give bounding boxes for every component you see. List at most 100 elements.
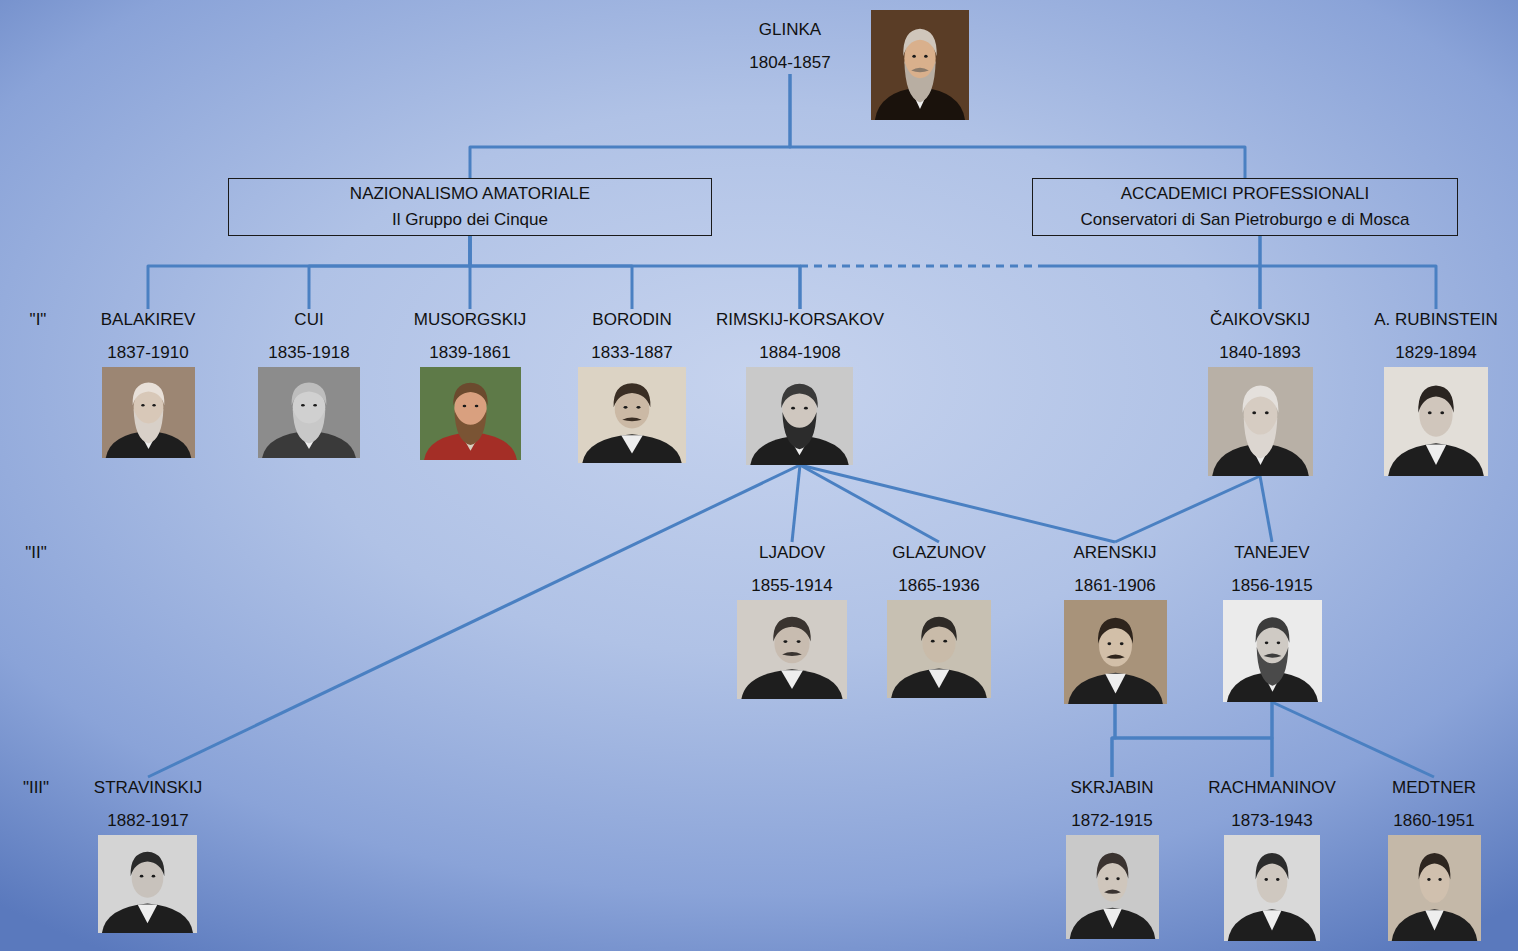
portrait-photo <box>871 10 969 120</box>
connector-line <box>1040 266 1260 309</box>
composer-name: GLINKA <box>759 19 821 41</box>
composer-node: A. RUBINSTEIN 1829-1894 <box>1374 309 1498 476</box>
composer-name: RACHMANINOV <box>1208 777 1336 799</box>
composer-name: GLAZUNOV <box>892 542 986 564</box>
composer-name: ČAIKOVSKIJ <box>1210 309 1310 331</box>
composer-node: BORODIN 1833-1887 <box>578 309 686 463</box>
connector-line <box>148 465 800 777</box>
portrait-photo <box>1384 367 1488 476</box>
generation-label: "II" <box>25 542 47 564</box>
composer-dates: 1829-1894 <box>1395 342 1476 364</box>
lineage-connector <box>148 236 470 309</box>
composer-name: BORODIN <box>592 309 671 331</box>
portrait-photo <box>1064 600 1167 704</box>
composer-name: MUSORGSKIJ <box>414 309 526 331</box>
group-subtitle: Conservatori di San Pietroburgo e di Mos… <box>1081 207 1410 233</box>
lineage-connector <box>470 74 790 178</box>
composer-node: GLAZUNOV1865-1936 <box>887 542 991 698</box>
connector-line <box>1115 476 1260 542</box>
composer-node: MUSORGSKIJ 1839-1861 <box>414 309 526 460</box>
lineage-connector <box>792 465 800 542</box>
composer-name: MEDTNER <box>1392 777 1476 799</box>
composer-dates: 1884-1908 <box>759 342 840 364</box>
lineage-connector <box>1112 702 1272 777</box>
composer-dates: 1855-1914 <box>751 575 832 597</box>
composer-node: RACHMANINOV 1873-1943 <box>1208 777 1336 941</box>
composer-node: ARENSKIJ1861-1906 <box>1064 542 1167 704</box>
composer-name: CUI <box>294 309 323 331</box>
portrait-photo <box>1223 600 1322 702</box>
portrait-photo <box>1388 835 1481 941</box>
connector-line <box>1115 704 1272 777</box>
portrait-photo <box>1208 367 1313 476</box>
composer-dates: 1873-1943 <box>1231 810 1312 832</box>
composer-dates: 1835-1918 <box>268 342 349 364</box>
connector-line <box>798 266 801 309</box>
composer-dates: 1856-1915 <box>1231 575 1312 597</box>
composer-dates: 1833-1887 <box>591 342 672 364</box>
portrait-photo <box>737 600 847 699</box>
composer-node: STRAVINSKIJ 1882-1917 <box>94 777 202 933</box>
connector-line <box>1270 702 1273 777</box>
composer-dates: 1837-1910 <box>107 342 188 364</box>
composer-node: GLINKA 1804-1857 <box>749 19 830 74</box>
portrait-photo <box>102 367 195 458</box>
lineage-connector <box>800 465 939 542</box>
connector-line <box>470 74 790 178</box>
portrait-photo <box>887 600 991 698</box>
portrait-photo <box>258 367 360 458</box>
connector-line <box>1272 702 1434 777</box>
connector-line <box>1260 236 1436 309</box>
lineage-connector <box>800 266 1260 309</box>
lineage-connector <box>1260 236 1436 309</box>
generation-label: "I" <box>30 309 47 331</box>
composer-node: SKRJABIN 1872-1915 <box>1066 777 1159 939</box>
composer-name: RIMSKIJ-KORSAKOV <box>716 309 884 331</box>
composer-node: MEDTNER 1860-1951 <box>1388 777 1481 941</box>
group-box: ACCADEMICI PROFESSIONALIConservatori di … <box>1032 178 1458 236</box>
connector-line <box>800 465 939 542</box>
composer-name: BALAKIREV <box>101 309 196 331</box>
composer-dates: 1839-1861 <box>429 342 510 364</box>
lineage-connector <box>1271 702 1272 777</box>
connector-line <box>1260 476 1272 542</box>
composer-name: SKRJABIN <box>1070 777 1153 799</box>
portrait-photo <box>1224 835 1320 941</box>
group-heading: ACCADEMICI PROFESSIONALI <box>1121 181 1369 207</box>
group-heading: NAZIONALISMO AMATORIALE <box>350 181 590 207</box>
connector-line <box>790 74 1245 178</box>
composer-name: TANEJEV <box>1234 542 1309 564</box>
composer-name: A. RUBINSTEIN <box>1374 309 1498 331</box>
composer-node: LJADOV 1855-1914 <box>737 542 847 699</box>
composer-dates: 1860-1951 <box>1393 810 1474 832</box>
composer-node: RIMSKIJ-KORSAKOV 1884-1908 <box>716 309 884 465</box>
composer-dates: 1882-1917 <box>107 810 188 832</box>
group-subtitle: Il Gruppo dei Cinque <box>392 207 548 233</box>
composer-dates: 1804-1857 <box>749 52 830 74</box>
lineage-connector <box>148 465 800 777</box>
portrait-photo <box>420 367 521 460</box>
group-box: NAZIONALISMO AMATORIALEIl Gruppo dei Cin… <box>228 178 712 236</box>
composer-node: CUI 1835-1918 <box>258 309 360 458</box>
connector-line <box>470 236 800 309</box>
lineage-connector <box>1115 476 1260 542</box>
composer-name: LJADOV <box>759 542 825 564</box>
composer-name: ARENSKIJ <box>1073 542 1156 564</box>
connector-line <box>309 236 470 309</box>
connector-line <box>800 465 1115 542</box>
composer-dates: 1872-1915 <box>1071 810 1152 832</box>
composer-node: TANEJEV 1856-1915 <box>1223 542 1322 702</box>
lineage-connector <box>1260 476 1272 542</box>
lineage-connector <box>1272 702 1434 777</box>
lineage-connector <box>800 465 1115 542</box>
portrait-photo <box>1066 835 1159 939</box>
connector-line <box>792 465 800 542</box>
lineage-connector <box>1115 704 1272 777</box>
composer-node: BALAKIREV 1837-1910 <box>101 309 196 458</box>
lineage-connector <box>790 74 1245 178</box>
lineage-connector <box>470 236 800 309</box>
connector-line <box>470 236 632 309</box>
generation-label: "III" <box>23 777 49 799</box>
composer-name: STRAVINSKIJ <box>94 777 202 799</box>
